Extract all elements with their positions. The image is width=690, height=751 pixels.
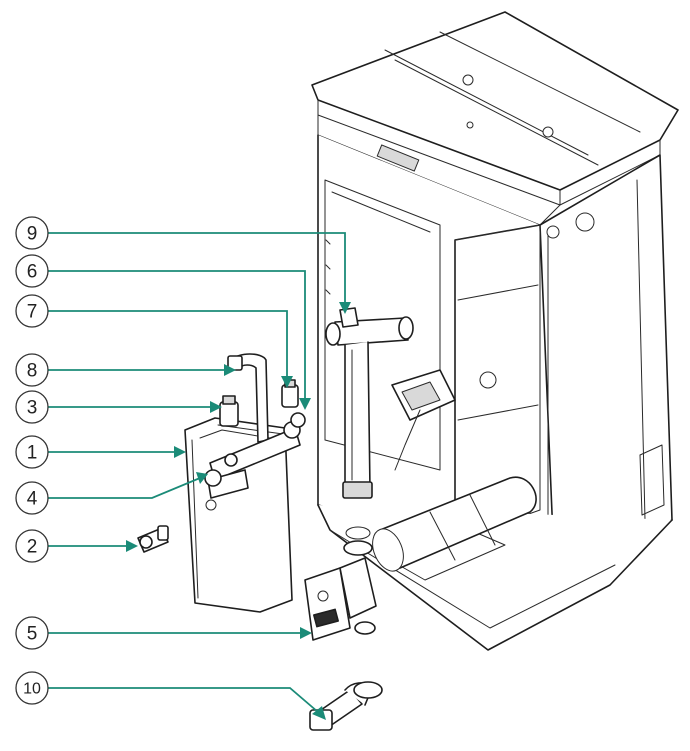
- arrow-4: [196, 472, 208, 484]
- leader-10: [48, 687, 319, 713]
- circulation-pump: [304, 526, 377, 641]
- callout-5: 5: [15, 616, 49, 650]
- leader-6: [48, 270, 306, 400]
- callout-1-label: 1: [27, 443, 38, 464]
- callout-6-label: 6: [27, 262, 38, 283]
- air-vent-valve: [281, 379, 299, 408]
- leader-4: [48, 477, 201, 499]
- callout-6: 6: [15, 254, 49, 288]
- callout-2-label: 2: [27, 537, 38, 558]
- callout-8: 8: [15, 353, 49, 387]
- arrow-8: [224, 364, 236, 376]
- arrow-5: [300, 627, 312, 639]
- callout-4-label: 4: [27, 489, 38, 510]
- safety-valve: [219, 395, 239, 427]
- callout-3: 3: [15, 390, 49, 424]
- callout-10: 10: [15, 671, 49, 705]
- elbow-pipe: [309, 681, 383, 731]
- connector-fitting: [290, 412, 306, 428]
- callout-4: 4: [15, 481, 49, 515]
- callout-7-label: 7: [27, 302, 38, 323]
- arrow-1: [174, 446, 186, 458]
- callout-7: 7: [15, 294, 49, 328]
- callout-5-label: 5: [27, 624, 38, 645]
- arrow-6: [299, 398, 311, 410]
- leader-lines: [48, 232, 351, 720]
- leader-7: [48, 310, 288, 378]
- callout-10-label: 10: [23, 681, 41, 698]
- callout-8-label: 8: [27, 361, 38, 382]
- arrow-3: [210, 401, 222, 413]
- arrow-7: [281, 376, 293, 388]
- callout-3-label: 3: [27, 398, 38, 419]
- callout-9-label: 9: [27, 224, 38, 245]
- drain-tap: [137, 525, 169, 553]
- boiler-cabinet: [311, 11, 679, 651]
- callout-9: 9: [15, 216, 49, 250]
- arrow-9: [339, 302, 351, 314]
- arrow-10: [312, 706, 326, 720]
- arrow-2: [126, 540, 138, 552]
- callout-2: 2: [15, 529, 49, 563]
- callout-1: 1: [15, 435, 49, 469]
- leader-9: [48, 232, 346, 304]
